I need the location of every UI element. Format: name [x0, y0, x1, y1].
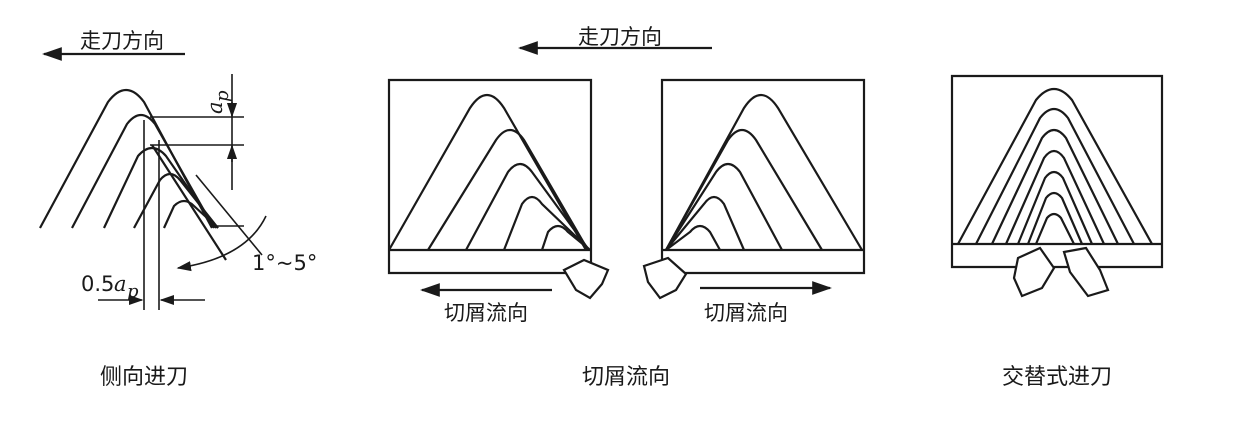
nested-chip-layer	[958, 89, 1152, 244]
caption-side-feed: 侧向进刀	[100, 365, 188, 390]
cutting-tool-insert-right	[644, 258, 686, 298]
chip-layer	[466, 164, 589, 250]
cutting-tool-insert-left	[564, 260, 608, 298]
workpiece-box	[952, 76, 1162, 267]
nested-chip-layer	[1018, 172, 1092, 244]
panel-side-feed: 走刀方向 a p 0.5 a p 1°~5°	[40, 29, 317, 390]
feed-direction-label: 走刀方向	[578, 25, 662, 49]
workpiece-box-right	[662, 80, 864, 273]
chip-layer	[666, 226, 720, 250]
chip-layer	[504, 197, 590, 250]
chip-layer	[542, 226, 590, 250]
angle-arc	[176, 216, 266, 272]
thread-profile-pass	[72, 115, 214, 228]
chip-flow-label-right: 切屑流向	[704, 301, 788, 325]
caption-alternating-feed: 交替式进刀	[1002, 365, 1112, 390]
chip-layer	[666, 164, 782, 250]
nested-chip-layer	[992, 130, 1118, 244]
cutting-tool-insert-left	[1014, 248, 1054, 296]
svg-text:p: p	[212, 90, 233, 102]
angle-label: 1°~5°	[252, 251, 317, 275]
feed-direction-label: 走刀方向	[80, 29, 164, 53]
thread-profile-pass	[164, 201, 218, 228]
chip-layer	[666, 95, 862, 250]
chip-layer	[428, 130, 588, 250]
thread-profile-pass	[40, 90, 212, 228]
nested-chip-layer	[1028, 193, 1082, 244]
offset-label: 0.5 a p	[81, 272, 139, 302]
tool-flank-line	[152, 145, 226, 260]
chip-layer	[389, 95, 586, 250]
cutting-tool-insert-right	[1064, 248, 1108, 296]
svg-text:p: p	[127, 281, 139, 302]
thread-profile-pass	[104, 148, 216, 228]
chip-layer	[666, 130, 822, 250]
caption-chip-flow: 切屑流向	[582, 365, 670, 390]
workpiece-box-left	[389, 80, 591, 273]
chip-flow-label-left: 切屑流向	[444, 301, 528, 325]
svg-text:a: a	[114, 272, 127, 296]
panel-chip-flow: 走刀方向 切屑流向 切屑流向 切屑流向	[389, 25, 864, 390]
svg-text:0.5: 0.5	[81, 272, 114, 296]
svg-text:a: a	[203, 101, 227, 114]
nested-chip-layer	[1036, 214, 1074, 244]
chip-layer	[666, 197, 744, 250]
panel-alternating-feed: 交替式进刀	[952, 76, 1162, 390]
ap-label: a p	[203, 90, 233, 114]
nested-chip-layer	[976, 109, 1134, 244]
nested-chip-layer	[1006, 151, 1104, 244]
tool-flank-line	[196, 175, 262, 255]
